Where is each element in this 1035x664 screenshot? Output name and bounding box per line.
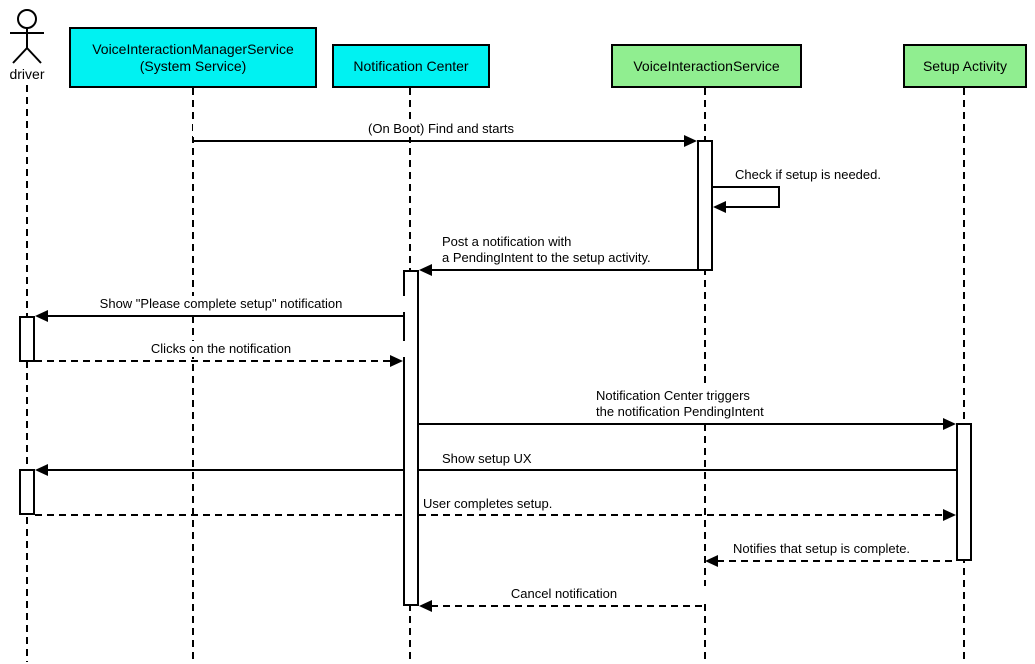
message-line [431, 269, 697, 271]
actor-stick-figure-icon [10, 9, 44, 64]
activation-voice-interaction-service [697, 140, 713, 271]
arrowhead-right-icon [390, 355, 403, 367]
participant-driver-label: driver [9, 66, 45, 82]
message-label: User completes setup. [421, 496, 555, 512]
activation-driver-1 [19, 316, 35, 362]
self-message-right-line [778, 186, 780, 208]
message-label: Notification Center triggers the notific… [594, 388, 766, 420]
self-message-top-line [713, 186, 780, 188]
arrowhead-left-icon [713, 201, 726, 213]
lifeline-vims [192, 88, 194, 662]
participant-vims: VoiceInteractionManagerService (System S… [69, 27, 317, 88]
arrowhead-left-icon [705, 555, 718, 567]
participant-voice-interaction-service: VoiceInteractionService [611, 44, 802, 88]
lifeline-driver [26, 85, 28, 662]
arrowhead-left-icon [35, 464, 48, 476]
participant-notification-center: Notification Center [332, 44, 490, 88]
message-label: Clicks on the notification [35, 341, 407, 357]
message-label: Check if setup is needed. [733, 167, 883, 183]
message-label: Cancel notification [419, 586, 709, 602]
self-message-bottom-line [725, 206, 780, 208]
message-label: (On Boot) Find and starts [193, 121, 689, 137]
message-line-dashed [35, 514, 943, 516]
message-label: Show setup UX [440, 451, 534, 467]
message-line [47, 315, 403, 317]
message-label: Post a notification with a PendingIntent… [440, 234, 653, 266]
activation-driver-2 [19, 469, 35, 515]
message-line [419, 423, 944, 425]
arrowhead-right-icon [943, 509, 956, 521]
message-label: Show "Please complete setup" notificatio… [35, 296, 407, 312]
arrowhead-left-icon [419, 600, 432, 612]
message-line [193, 140, 685, 142]
message-line [47, 469, 956, 471]
arrowhead-left-icon [419, 264, 432, 276]
participant-setup-activity: Setup Activity [903, 44, 1027, 88]
arrowhead-right-icon [684, 135, 697, 147]
arrowhead-right-icon [943, 418, 956, 430]
activation-notification-center [403, 270, 419, 606]
lifeline-voice-interaction-service [704, 88, 706, 662]
arrowhead-left-icon [35, 310, 48, 322]
message-label: Notifies that setup is complete. [731, 541, 913, 557]
activation-setup-activity [956, 423, 972, 561]
message-line-dashed [35, 360, 391, 362]
message-line-dashed [717, 560, 956, 562]
lifeline-setup-activity [963, 88, 965, 662]
message-line-dashed [431, 605, 705, 607]
